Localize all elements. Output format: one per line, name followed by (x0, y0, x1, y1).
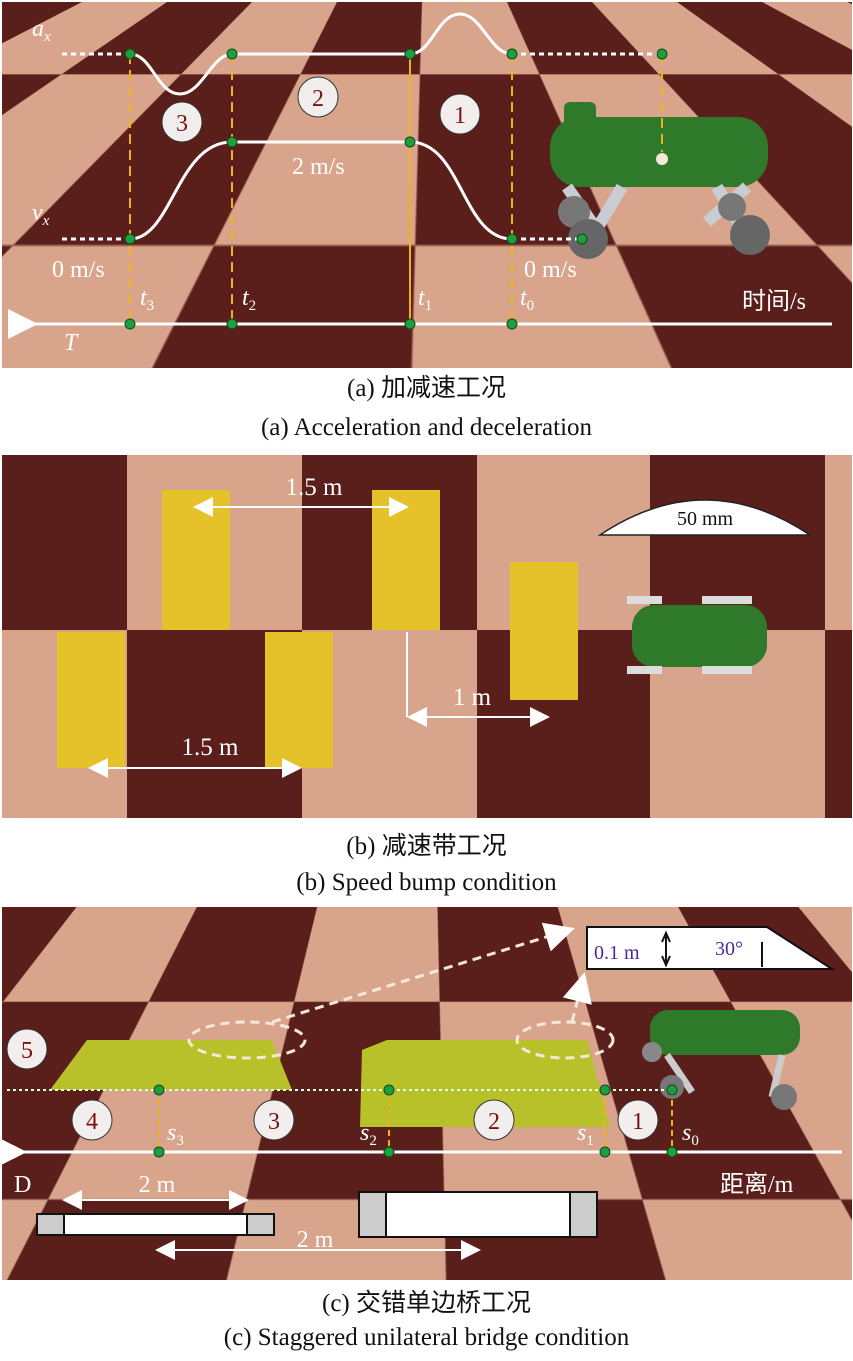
robot-side-view (642, 1010, 800, 1110)
distance-bottom-label: 1.5 m (182, 734, 240, 761)
distance-top-label: 1.5 m (286, 474, 344, 501)
time-guides (130, 54, 662, 324)
caption-b-en: (b) Speed bump condition (0, 869, 853, 897)
t0-label: t0 (520, 285, 534, 314)
caption-a-cn: (a) 加减速工况 (0, 368, 853, 404)
phase-3-badge: 3 (254, 1100, 294, 1140)
svg-text:3: 3 (268, 1109, 280, 1135)
svg-text:1: 1 (632, 1109, 644, 1135)
svg-text:3: 3 (176, 111, 188, 137)
speed-end-label: 0 m/s (524, 257, 577, 283)
acceleration-diagram: ax vx t3 t2 t1 t0 T 2 m/s 0 m/s 0 m/s 时间… (2, 2, 852, 368)
panel-bridge: 0.1 m 30° 1 2 3 4 5 s3 s2 s1 s0 D 距离/m (2, 907, 852, 1280)
caption-a-en: (a) Acceleration and deceleration (0, 414, 853, 442)
inset-angle-label: 30° (715, 938, 743, 960)
speed-high-label: 2 m/s (292, 154, 345, 180)
svg-text:2: 2 (312, 86, 324, 112)
phase-4-badge: 4 (72, 1100, 112, 1140)
svg-text:1: 1 (454, 103, 466, 129)
phase-1-badge: 1 (618, 1100, 658, 1140)
svg-text:2: 2 (488, 1109, 500, 1135)
vx-label: vx (32, 200, 50, 229)
svg-text:4: 4 (86, 1109, 98, 1135)
axis-arrow-label: T (64, 330, 79, 356)
svg-text:50 mm: 50 mm (677, 508, 734, 530)
distance-mid-label: 1 m (453, 684, 492, 711)
speed-bump-diagram: 1.5 m 1 m 1.5 m 50 mm (2, 455, 852, 818)
markers (125, 49, 667, 329)
time-axis-label: 时间/s (742, 288, 806, 315)
caption-b-cn: (b) 减速带工况 (0, 826, 853, 862)
phase-3-badge: 3 (162, 102, 202, 142)
robot-top-view (627, 600, 767, 670)
inset-height-label: 0.1 m (594, 942, 640, 964)
callout-highlights (189, 929, 613, 1058)
s0-label: s0 (682, 1120, 699, 1149)
t2-label: t2 (242, 285, 256, 314)
phase-1-badge: 1 (440, 94, 480, 134)
bridge-diagram: 0.1 m 30° 1 2 3 4 5 s3 s2 s1 s0 D 距离/m (2, 907, 852, 1280)
phase-5-badge: 5 (7, 1029, 47, 1069)
panel-acceleration: ax vx t3 t2 t1 t0 T 2 m/s 0 m/s 0 m/s 时间… (2, 2, 852, 368)
bridge-blocks (50, 1040, 610, 1127)
speed-start-label: 0 m/s (52, 257, 105, 283)
t3-label: t3 (140, 285, 154, 314)
axis-arrow-label: D (14, 1172, 31, 1198)
slope-inset: 0.1 m 30° (587, 927, 832, 969)
s3-label: s3 (167, 1120, 184, 1149)
phase-2-badge: 2 (474, 1100, 514, 1140)
caption-c-cn: (c) 交错单边桥工况 (0, 1283, 853, 1319)
bridge-length-label: 2 m (139, 1172, 176, 1198)
svg-text:5: 5 (21, 1038, 33, 1064)
ax-label: ax (32, 16, 51, 45)
t1-label: t1 (418, 285, 432, 314)
caption-c-en: (c) Staggered unilateral bridge conditio… (0, 1324, 853, 1352)
phase-2-badge: 2 (298, 77, 338, 117)
distance-axis-label: 距离/m (720, 1171, 794, 1198)
panel-speed-bump: 1.5 m 1 m 1.5 m 50 mm (2, 455, 852, 818)
